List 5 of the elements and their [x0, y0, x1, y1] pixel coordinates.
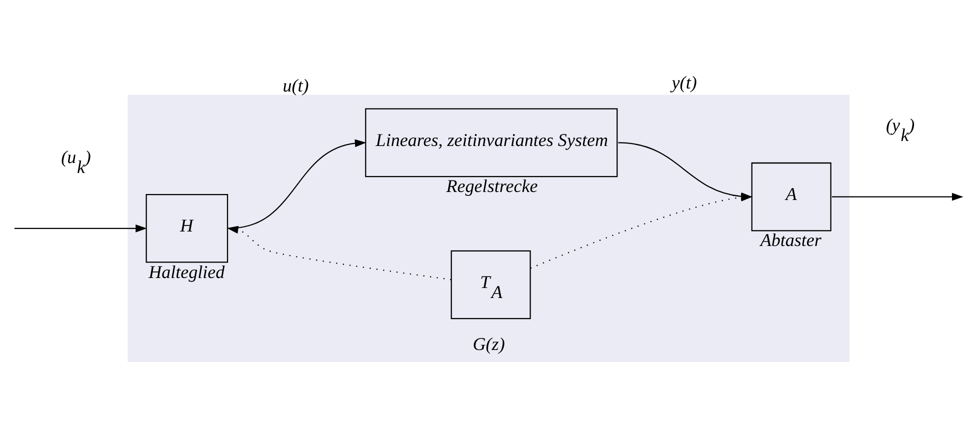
- node-label: Abtaster: [760, 230, 821, 250]
- edge-label: y(t): [671, 72, 696, 92]
- node-label: Halteglied: [148, 262, 224, 282]
- edge-label: u(t): [282, 76, 308, 96]
- node-label: Regelstrecke: [446, 176, 538, 196]
